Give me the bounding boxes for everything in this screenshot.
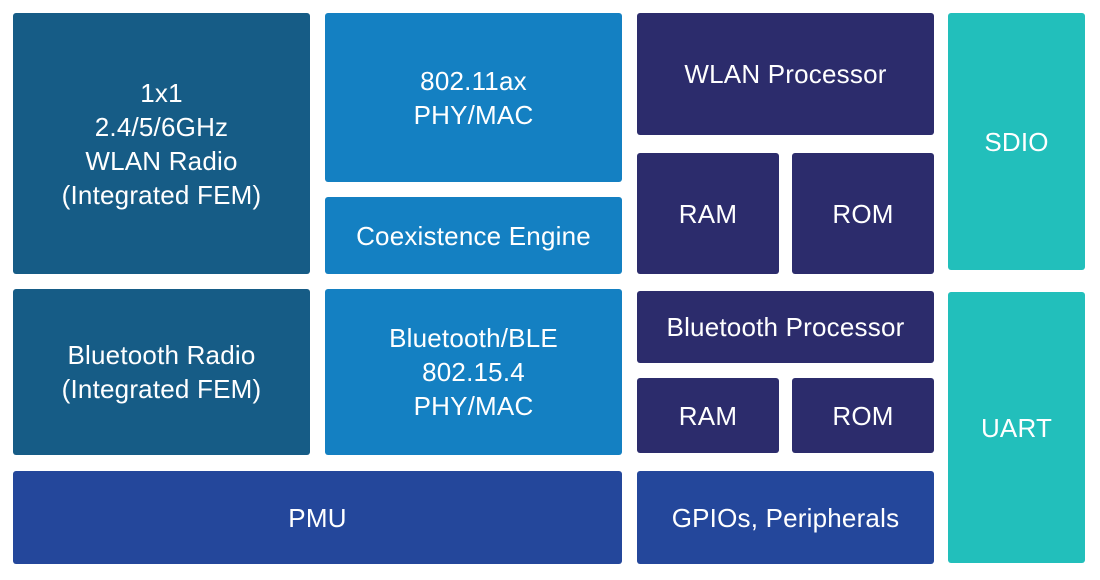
wlan-rom-block: ROM	[792, 153, 934, 274]
gpios-peripherals-label: GPIOs, Peripherals	[671, 502, 900, 533]
bluetooth-processor-block: Bluetooth Processor	[637, 291, 934, 363]
wlan-phy-mac-line-2: PHY/MAC	[413, 99, 534, 130]
wlan-rom-label: ROM	[832, 198, 894, 229]
pmu-block: PMU	[13, 471, 622, 564]
wlan-processor-block: WLAN Processor	[637, 13, 934, 135]
coexistence-engine-block: Coexistence Engine	[325, 197, 622, 274]
bluetooth-phy-mac-block: Bluetooth/BLE 802.15.4 PHY/MAC	[325, 289, 622, 455]
bluetooth-rom-label: ROM	[832, 400, 894, 431]
uart-label: UART	[980, 412, 1053, 443]
uart-block: UART	[948, 292, 1085, 563]
sdio-label: SDIO	[984, 126, 1049, 157]
wlan-phy-mac-line-1: 802.11ax	[420, 65, 527, 96]
bluetooth-rom-block: ROM	[792, 378, 934, 453]
bluetooth-phy-mac-line-2: 802.15.4	[422, 357, 525, 387]
wlan-phy-mac-block: 802.11ax PHY/MAC	[325, 13, 622, 182]
bluetooth-ram-block: RAM	[637, 378, 779, 453]
wlan-radio-line-2: 2.4/5/6GHz	[94, 111, 229, 142]
bluetooth-ram-label: RAM	[678, 400, 738, 431]
sdio-block: SDIO	[948, 13, 1085, 270]
bluetooth-radio-line-1: Bluetooth Radio	[67, 340, 256, 370]
wlan-ram-label: RAM	[678, 198, 738, 229]
bluetooth-radio-line-2: (Integrated FEM)	[61, 374, 262, 404]
wlan-radio-line-4: (Integrated FEM)	[61, 179, 262, 210]
wlan-radio-line-3: WLAN Radio	[85, 145, 238, 176]
bluetooth-processor-label: Bluetooth Processor	[666, 312, 905, 342]
pmu-label: PMU	[288, 502, 347, 533]
gpios-peripherals-block: GPIOs, Peripherals	[637, 471, 934, 564]
wlan-radio-block: 1x1 2.4/5/6GHz WLAN Radio (Integrated FE…	[13, 13, 310, 274]
bluetooth-phy-mac-line-3: PHY/MAC	[413, 391, 534, 421]
wlan-processor-label: WLAN Processor	[684, 59, 887, 89]
wlan-radio-line-1: 1x1	[140, 77, 183, 108]
coexistence-engine-label: Coexistence Engine	[356, 220, 591, 251]
bluetooth-radio-block: Bluetooth Radio (Integrated FEM)	[13, 289, 310, 455]
bluetooth-phy-mac-line-1: Bluetooth/BLE	[389, 323, 558, 353]
wlan-ram-block: RAM	[637, 153, 779, 274]
